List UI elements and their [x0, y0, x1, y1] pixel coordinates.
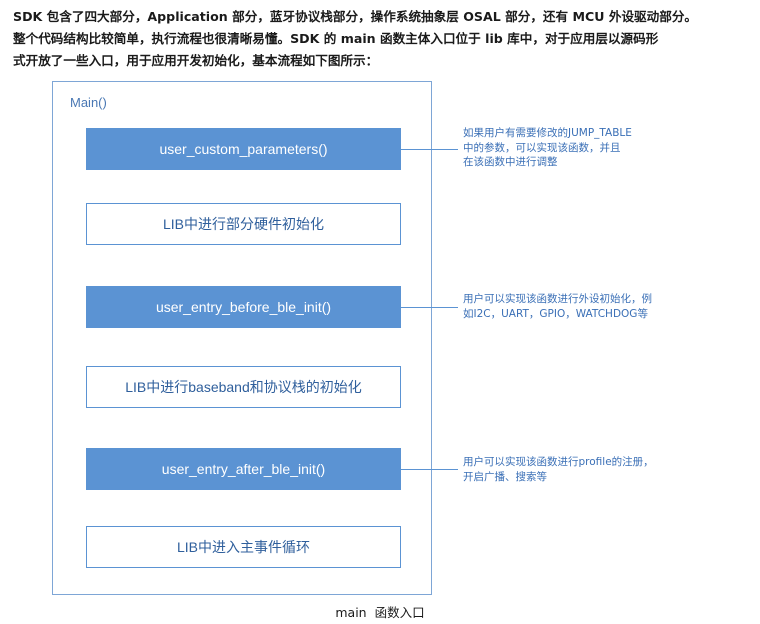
step-user-entry-before-ble-init: user_entry_before_ble_init()	[86, 286, 401, 328]
figure-caption: main 函数入口	[0, 602, 760, 621]
intro-line-1: SDK 包含了四大部分，Application 部分，蓝牙协议栈部分，操作系统抽…	[13, 9, 698, 24]
intro-paragraph: SDK 包含了四大部分，Application 部分，蓝牙协议栈部分，操作系统抽…	[13, 6, 748, 72]
step-lib-hardware-init: LIB中进行部分硬件初始化	[86, 203, 401, 245]
step-user-entry-after-ble-init: user_entry_after_ble_init()	[86, 448, 401, 490]
note-3-line-2: 开启广播、搜索等	[463, 470, 547, 483]
note-2-line-2: 如I2C，UART，GPIO，WATCHDOG等	[463, 307, 648, 320]
note-1-line-3: 在该函数中进行调整	[463, 156, 558, 168]
caption-text: 函数入口	[374, 605, 425, 620]
step-user-custom-parameters: user_custom_parameters()	[86, 128, 401, 170]
caption-function-name: main	[335, 605, 367, 620]
step-lib-main-event-loop: LIB中进入主事件循环	[86, 526, 401, 568]
note-3-line-1: 用户可以实现该函数进行profile的注册，	[463, 456, 654, 468]
note-2-line-1: 用户可以实现该函数进行外设初始化，例	[463, 293, 652, 305]
main-frame-title: Main()	[70, 95, 107, 110]
step-lib-baseband-init: LIB中进行baseband和协议栈的初始化	[86, 366, 401, 408]
note-custom-parameters: 如果用户有需要修改的JUMP_TABLE 中的参数，可以实现该函数，并且 在该函…	[463, 126, 743, 170]
connector-line-3	[400, 469, 458, 470]
note-before-ble-init: 用户可以实现该函数进行外设初始化，例 如I2C，UART，GPIO，WATCHD…	[463, 292, 743, 321]
intro-line-3: 式开放了一些入口，用于应用开发初始化，基本流程如下图所示：	[13, 53, 379, 68]
main-function-frame: Main() user_custom_parameters() LIB中进行部分…	[52, 81, 432, 595]
connector-line-1	[400, 149, 458, 150]
note-1-line-2: 中的参数，可以实现该函数，并且	[463, 141, 621, 154]
note-1-line-1: 如果用户有需要修改的JUMP_TABLE	[463, 127, 632, 139]
connector-line-2	[400, 307, 458, 308]
intro-line-2: 整个代码结构比较简单，执行流程也很清晰易懂。SDK 的 main 函数主体入口位…	[13, 31, 659, 46]
note-after-ble-init: 用户可以实现该函数进行profile的注册， 开启广播、搜索等	[463, 455, 743, 484]
